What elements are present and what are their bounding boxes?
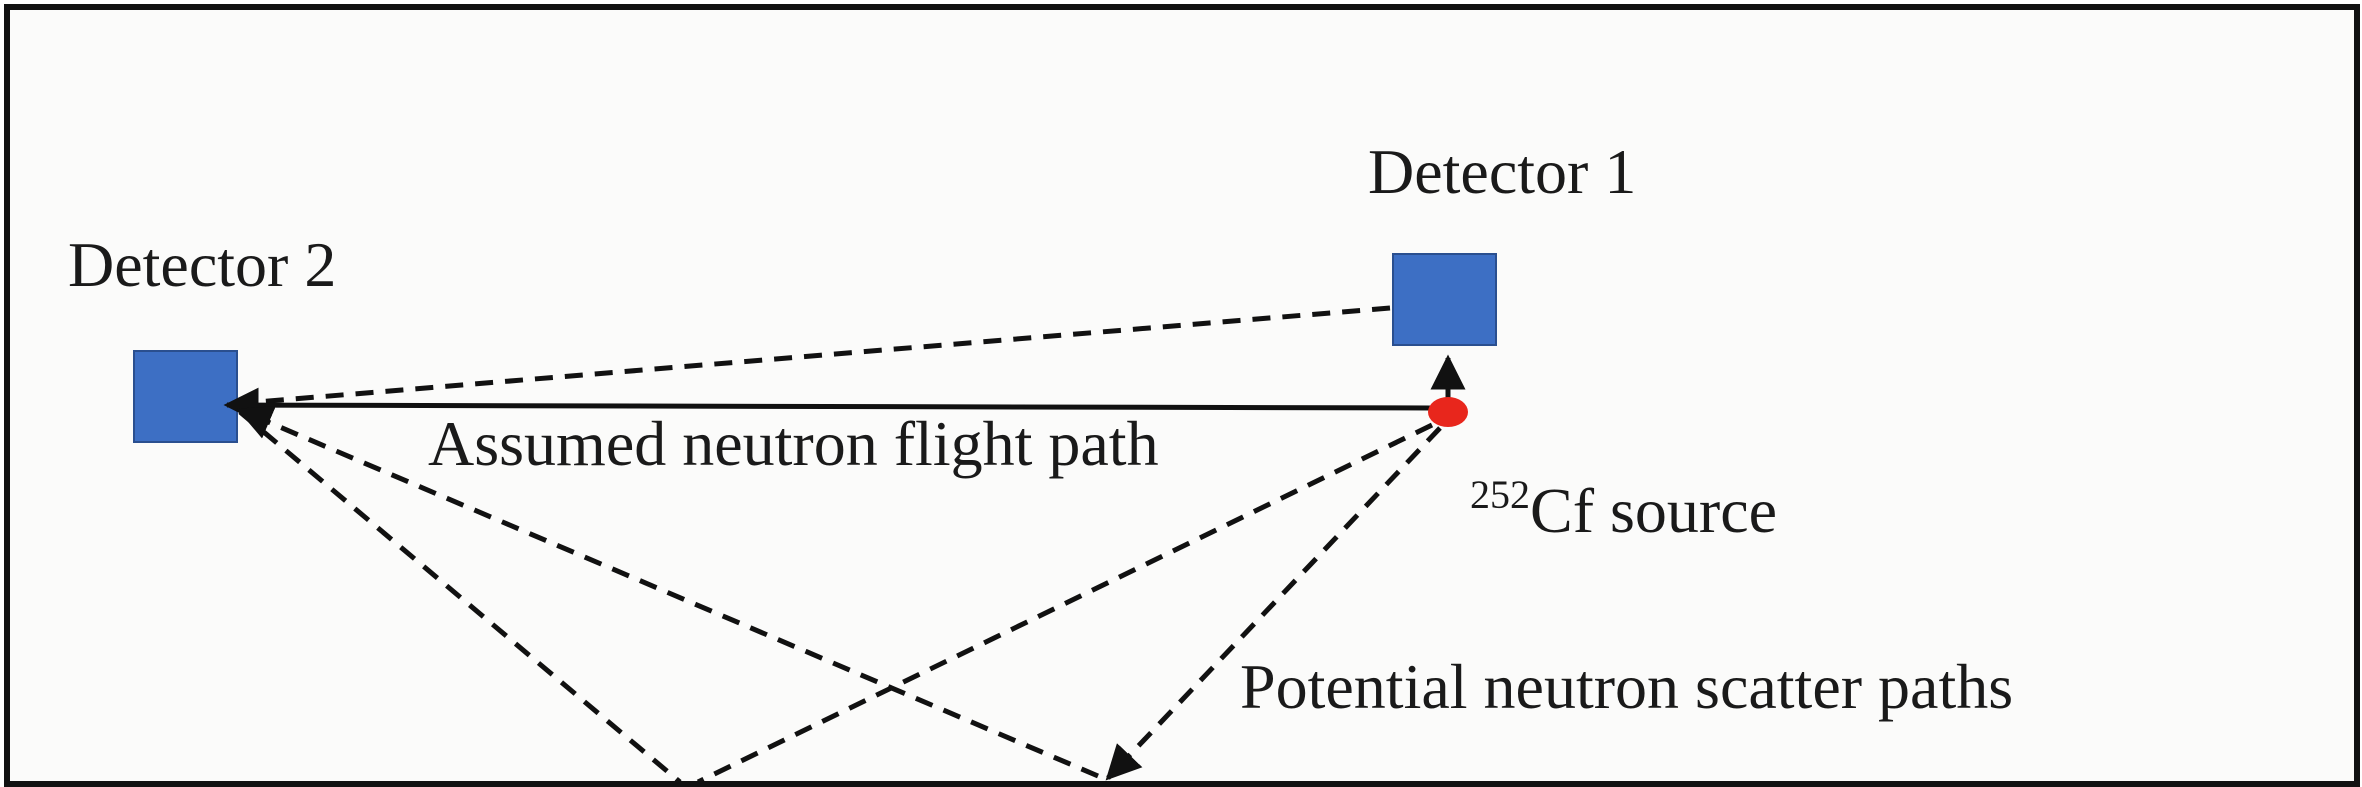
scatter-path-source-to-floor-right [1105, 426, 1442, 781]
scatter-path-floor-right-to-detector2 [236, 406, 1099, 779]
diagram-frame [4, 4, 2360, 787]
detector-1-box [1392, 253, 1497, 346]
assumed-flight-path-arrow [223, 387, 1433, 423]
cf-source-text: Cf source [1530, 475, 1777, 546]
detector-2-box [133, 350, 238, 443]
assumed-flight-path-label: Assumed neutron flight path [428, 408, 1159, 479]
detector-1-label: Detector 1 [1368, 136, 1636, 207]
detector-2-label: Detector 2 [68, 229, 336, 300]
cf-source-marker [1428, 397, 1468, 427]
scatter-paths-label: Potential neutron scatter paths [1240, 651, 2013, 722]
cf-source-label: 252Cf source [1470, 472, 1777, 546]
cf-isotope-mass: 252 [1470, 472, 1530, 517]
scatter-path-floor-left-to-detector2 [238, 410, 682, 784]
scatter-path-source-to-floor-left [696, 422, 1434, 785]
dashed-path-detector1-to-detector2 [244, 305, 1391, 406]
